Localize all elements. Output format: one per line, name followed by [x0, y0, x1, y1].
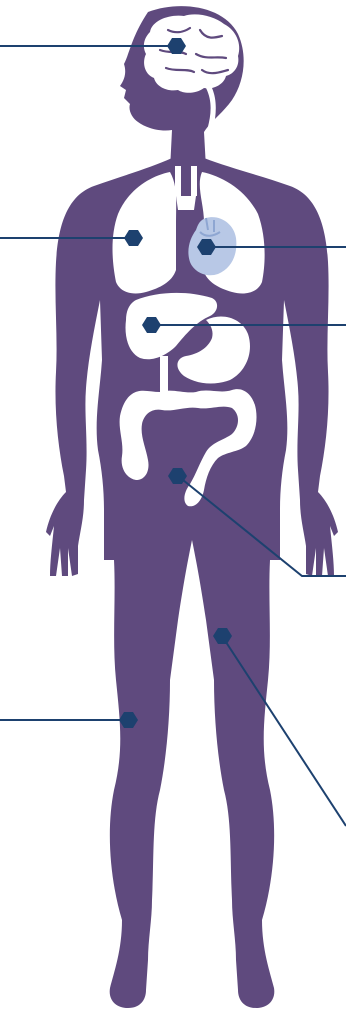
- body-silhouette: [46, 6, 338, 1008]
- torso: [46, 158, 338, 1008]
